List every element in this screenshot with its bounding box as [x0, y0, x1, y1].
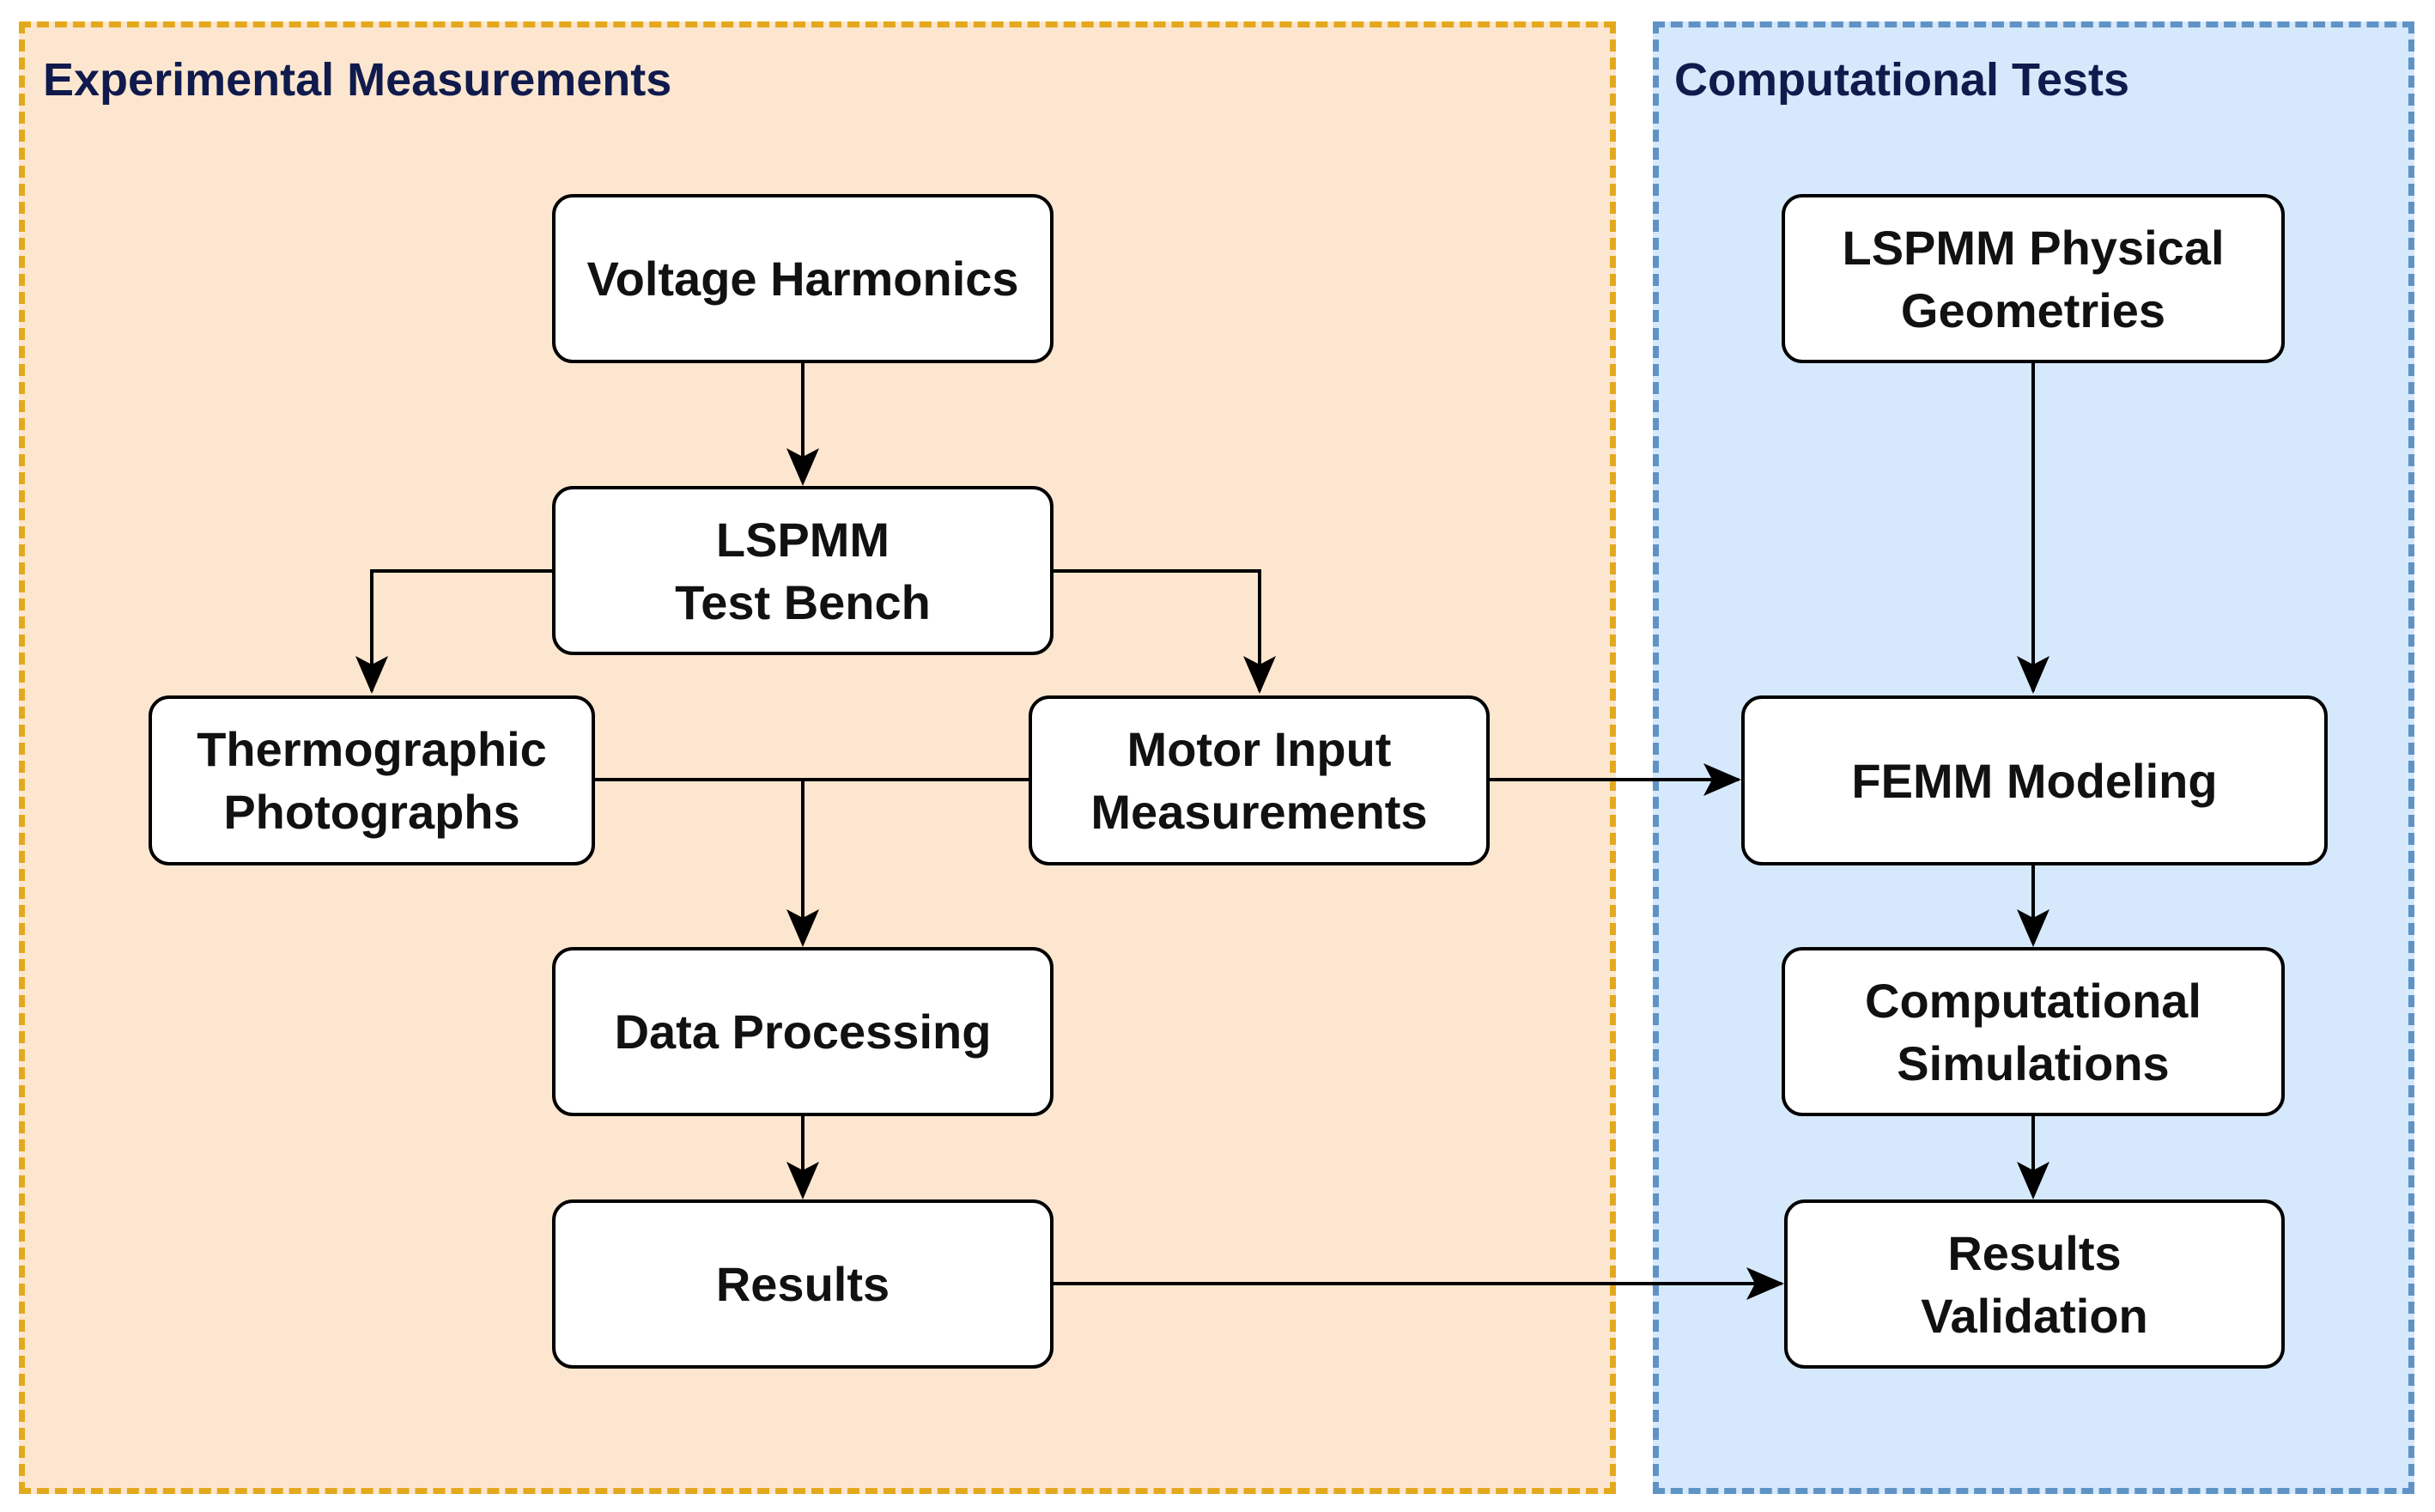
node-label: Data Processing [615, 1000, 992, 1063]
node-label-line: Results [1947, 1225, 2122, 1280]
node-label-line: Data Processing [614, 1005, 992, 1059]
arrowhead [786, 448, 819, 486]
node-label-line: FEMM Modeling [1851, 753, 2218, 808]
arrowhead [2017, 909, 2049, 947]
node-label-line: Measurements [1090, 785, 1428, 839]
test-bench-node: LSPMM Test Bench [552, 486, 1054, 655]
data-processing-node: Data Processing [552, 947, 1054, 1116]
node-label-line: Geometries [1900, 282, 2166, 337]
voltage-harmonics-node: Voltage Harmonics [552, 194, 1054, 363]
femm-modeling-node: FEMM Modeling [1741, 695, 2328, 865]
arrow-testbench-to-thermographic [370, 569, 552, 691]
node-label-line: Simulations [1897, 1035, 2170, 1090]
arrowhead [355, 656, 388, 694]
node-label-line: Results [715, 1257, 890, 1311]
arrowhead [2017, 656, 2049, 694]
node-label-line: Motor Input [1126, 722, 1392, 776]
arrowhead [1243, 656, 1276, 694]
node-label-line: LSPMM Physical [1842, 220, 2225, 275]
experimental-measurements-title: Experimental Measurements [43, 54, 672, 106]
node-label-line: LSPMM [715, 512, 890, 567]
node-label-line: Computational [1865, 973, 2201, 1028]
results-node: Results [552, 1199, 1054, 1369]
node-label-line: Voltage Harmonics [586, 252, 1019, 306]
node-label: LSPMM Test Bench [675, 508, 931, 634]
arrowhead [1746, 1267, 1784, 1300]
arrowhead [2017, 1162, 2049, 1199]
node-label-line: Test Bench [675, 574, 931, 629]
arrowhead [1703, 763, 1741, 796]
arrowhead [786, 909, 819, 947]
node-label: FEMM Modeling [1851, 750, 2217, 812]
node-label-line: Thermographic [197, 722, 547, 776]
arrowhead [786, 1162, 819, 1199]
node-label: Results [716, 1253, 890, 1315]
node-label: Voltage Harmonics [586, 247, 1018, 310]
node-label-line: Validation [1921, 1288, 2148, 1343]
node-label-line: Photographs [223, 785, 520, 839]
arrow-testbench-to-motor-input [1054, 569, 1261, 691]
computational-tests-title: Computational Tests [1674, 54, 2130, 106]
